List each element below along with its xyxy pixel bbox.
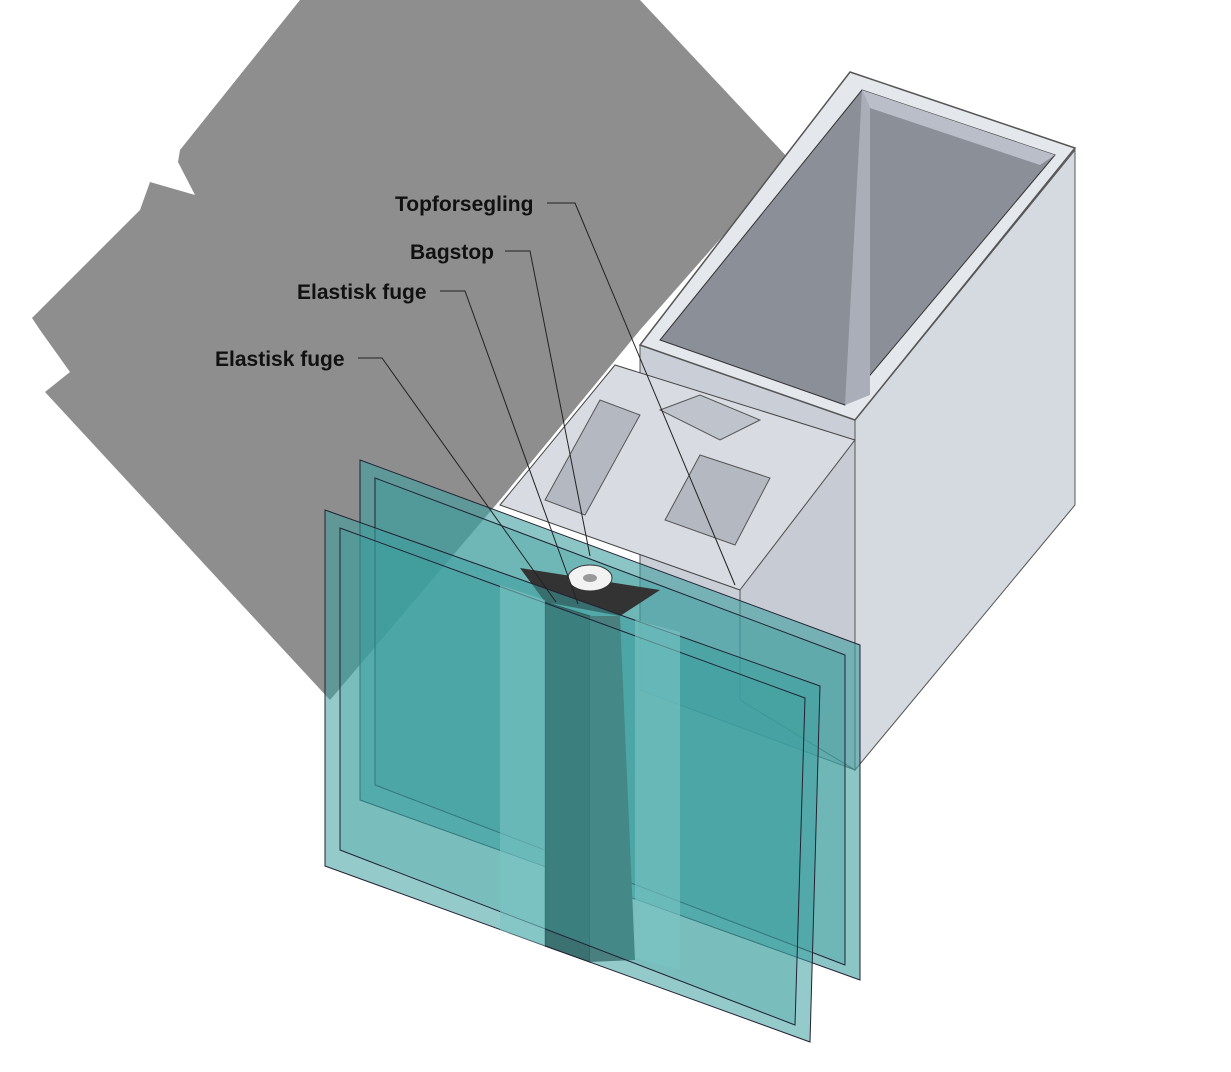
label-top-seal: Topforsegling bbox=[395, 193, 533, 216]
label-elastic-joint-1: Elastisk fuge bbox=[297, 281, 427, 304]
label-back-stop: Bagstop bbox=[410, 241, 494, 264]
glass-pane-front bbox=[324, 509, 821, 1043]
label-elastic-joint-2: Elastisk fuge bbox=[215, 348, 345, 371]
elastic-joint-top bbox=[520, 568, 660, 616]
cast-shadow bbox=[32, 0, 790, 700]
leader-lines bbox=[358, 202, 736, 605]
